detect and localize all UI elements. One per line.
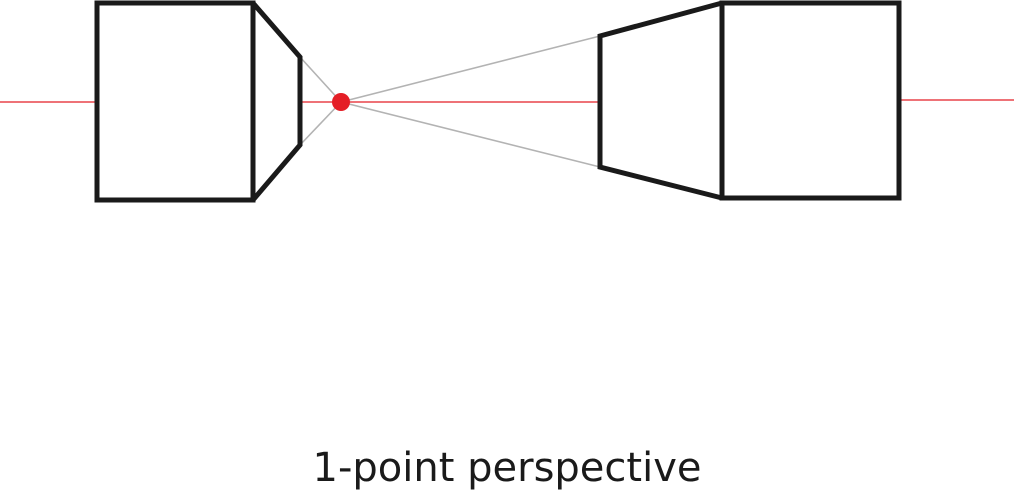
left-box-side-face — [251, 1, 303, 202]
left-box-front-face — [94, 0, 256, 203]
diagram-caption: 1-point perspective — [312, 445, 702, 491]
vanishing-point — [332, 93, 350, 111]
convergence-lines — [299, 35, 601, 168]
right-box-front-face — [719, 0, 902, 201]
right-box-side-face — [597, 0, 723, 201]
right-box — [597, 0, 902, 201]
left-box — [94, 0, 303, 203]
convergence-line-right-bottom — [340, 101, 601, 168]
convergence-line-left-top — [299, 56, 342, 103]
convergence-line-right-top — [340, 35, 601, 103]
convergence-line-left-bottom — [299, 101, 342, 146]
horizon-line — [0, 99, 1014, 103]
